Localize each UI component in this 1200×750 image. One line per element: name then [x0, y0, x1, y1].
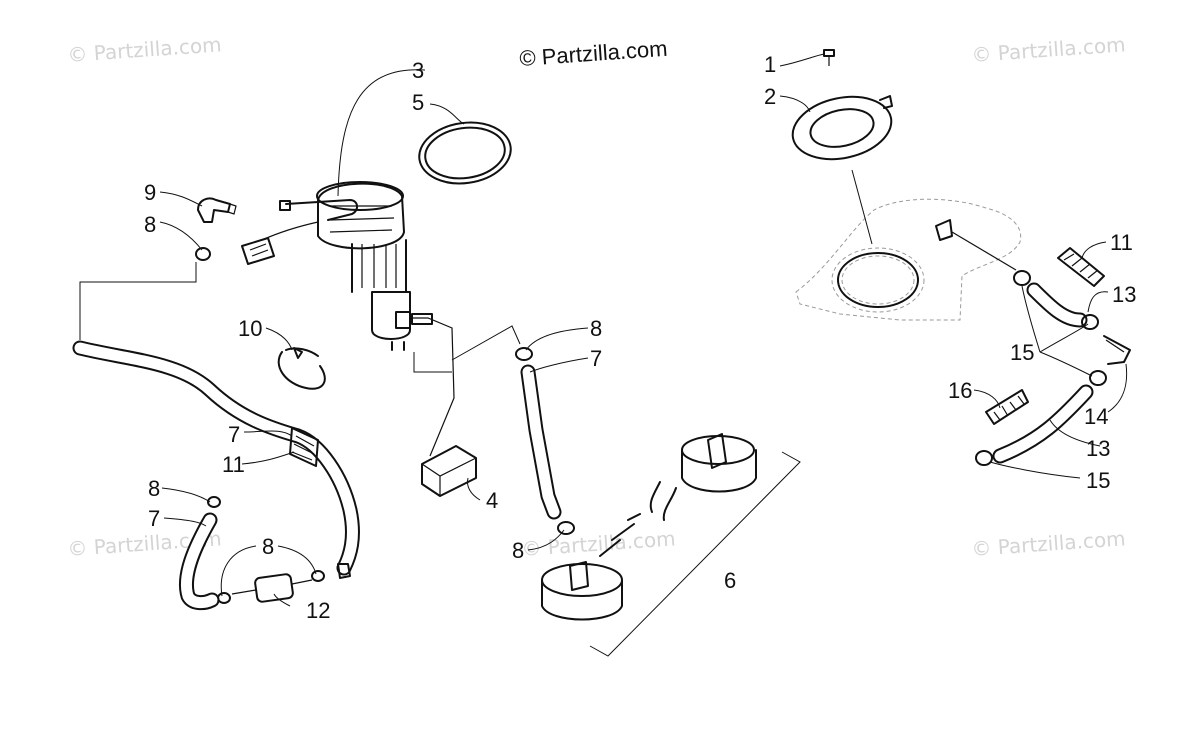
cable-tie [277, 347, 326, 390]
fuel-pump-assembly [241, 181, 455, 457]
clamp-8c [557, 521, 575, 535]
callout-15-mid: 15 [1010, 340, 1034, 365]
callout-7-vent-hose: 7 [590, 346, 602, 371]
inline-fuel-filter [178, 512, 351, 611]
clamp-8e [217, 592, 231, 604]
clamp-8b [515, 347, 533, 361]
watermark-center: © Partzilla.com [521, 526, 677, 561]
clamp-8a [195, 247, 211, 261]
elbow-fitting [197, 197, 237, 223]
callout-4: 4 [486, 488, 498, 513]
callout-8-top-left: 8 [144, 212, 156, 237]
flange-gasket [791, 95, 893, 161]
bracket-6 [589, 451, 801, 657]
callout-1: 1 [764, 52, 776, 77]
clamp-8f [311, 570, 325, 582]
callout-11-left: 11 [222, 452, 245, 477]
callout-11-right: 11 [1110, 230, 1133, 255]
callout-15-bottom: 15 [1086, 468, 1110, 493]
callout-12: 12 [306, 598, 330, 623]
callout-3: 3 [412, 58, 424, 83]
callout-8-filter: 8 [262, 534, 274, 559]
callout-5: 5 [412, 90, 424, 115]
copyright-notice: © Partzilla.com [519, 36, 669, 71]
assembly-frames [79, 262, 521, 373]
callout-7-short-hose: 7 [148, 506, 160, 531]
main-fuel-hose [72, 340, 360, 576]
callout-8-left: 8 [148, 476, 160, 501]
flange-screw [823, 49, 835, 66]
clamp-8d [207, 496, 221, 508]
callout-13-bottom: 13 [1086, 436, 1110, 461]
callout-2: 2 [764, 84, 776, 109]
vent-hose [520, 364, 562, 520]
assembly-line-gasket [851, 169, 873, 245]
callout-6: 6 [724, 568, 736, 593]
right-fittings [935, 219, 1131, 466]
tank-outline [795, 198, 1022, 321]
callout-7-main-hose: 7 [228, 422, 240, 447]
callout-8-vent-bottom: 8 [512, 538, 524, 563]
watermark-top-left: © Partzilla.com [67, 32, 223, 67]
callout-9: 9 [144, 180, 156, 205]
watermark-mid-right: © Partzilla.com [971, 526, 1127, 561]
callout-14: 14 [1084, 404, 1108, 429]
callout-13-top: 13 [1112, 282, 1136, 307]
watermarks: © Partzilla.com © Partzilla.com © Partzi… [67, 32, 1127, 561]
sender-unit [421, 445, 477, 497]
watermark-top-right: © Partzilla.com [971, 32, 1127, 67]
callout-10: 10 [238, 316, 262, 341]
o-ring [418, 121, 512, 185]
callout-16: 16 [948, 378, 972, 403]
rollover-valve-assembly [541, 433, 757, 621]
leader-lines [159, 53, 1128, 607]
callout-labels: 3 5 9 8 10 7 11 8 7 8 12 4 8 7 8 6 1 2 1… [144, 52, 1136, 623]
callout-8-vent-top: 8 [590, 316, 602, 341]
